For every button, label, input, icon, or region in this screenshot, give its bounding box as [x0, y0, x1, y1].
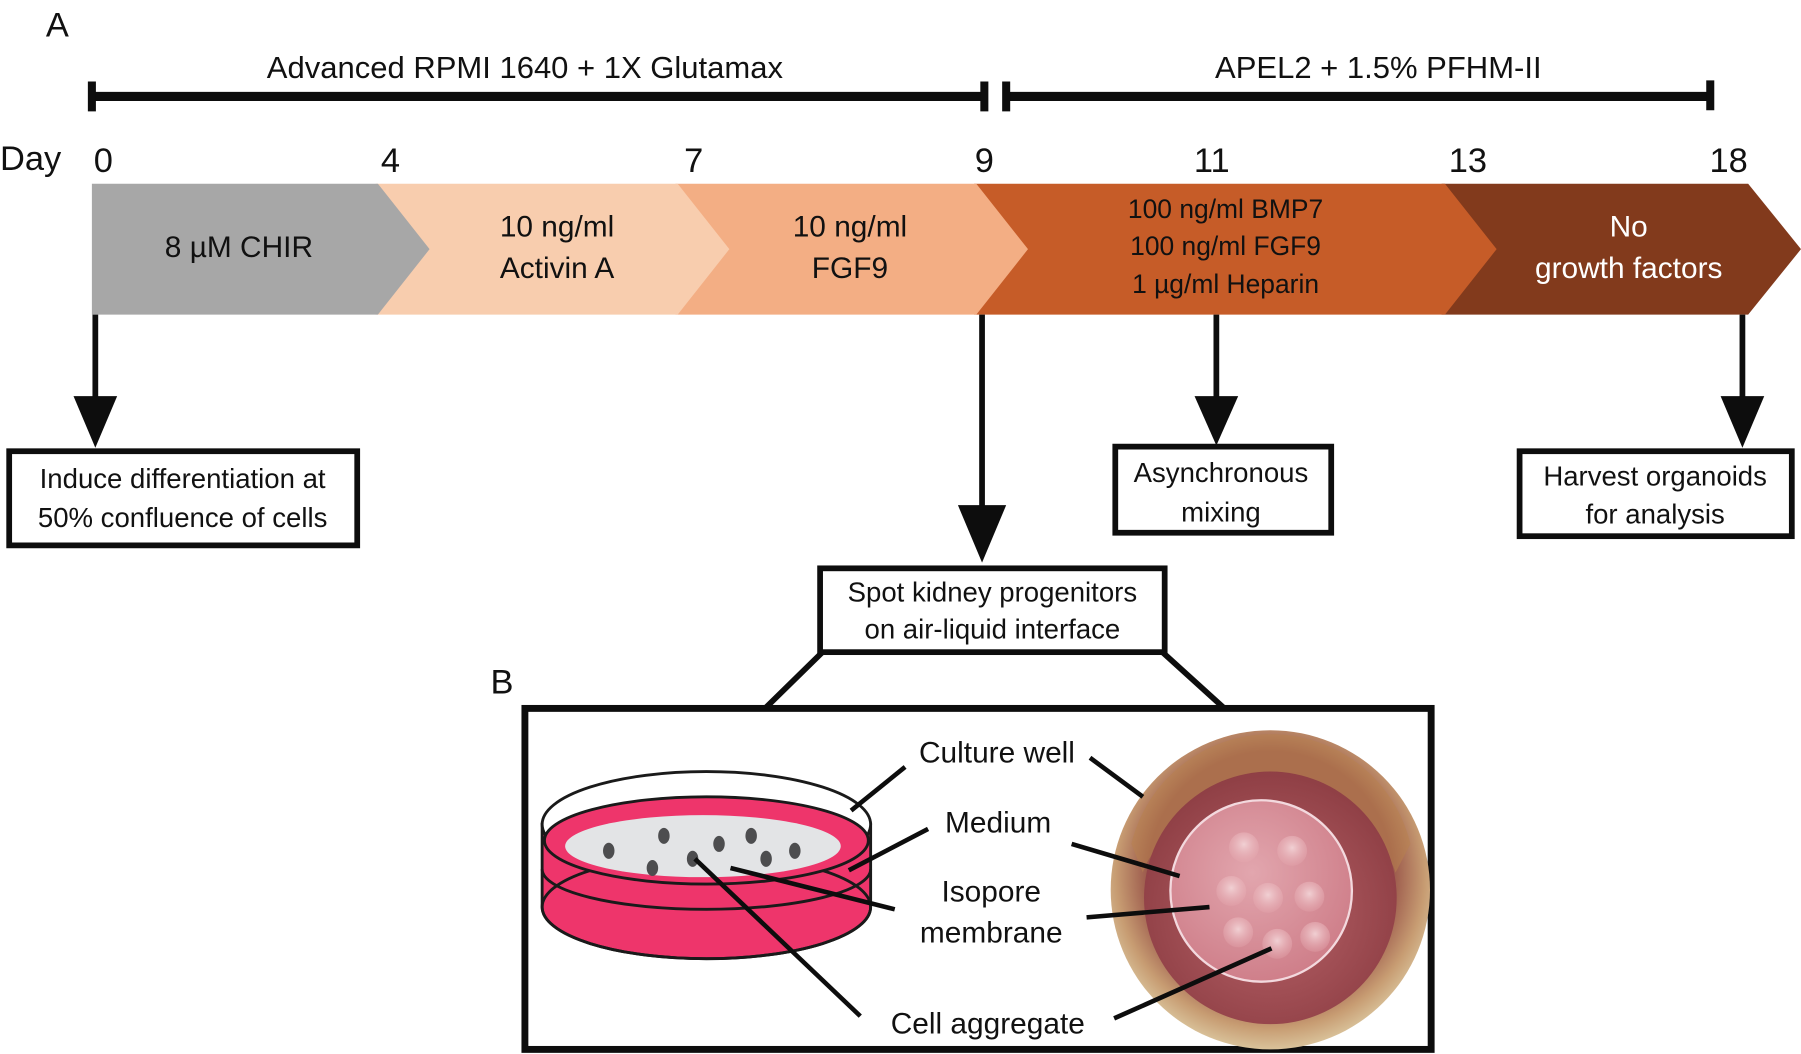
- arrow-down-icon: [73, 396, 118, 448]
- culture-well-photo: [1110, 730, 1431, 1050]
- note-day18: Harvest organoids for analysis: [1516, 314, 1795, 540]
- note-day0: Induce differentiation at 50% confluence…: [6, 314, 361, 549]
- cell-aggregate-dot: [646, 859, 659, 877]
- photo-organoids: [1216, 832, 1331, 959]
- photo-organoid: [1294, 881, 1325, 912]
- medium-level-line: [540, 869, 873, 911]
- note-text-line2: mixing: [1181, 496, 1261, 527]
- note-box: [1112, 443, 1335, 536]
- callout-cell-aggregate: Cell aggregate: [891, 1007, 1085, 1040]
- photo-organoid: [1262, 928, 1293, 959]
- note-text-line2: on air-liquid interface: [865, 613, 1121, 644]
- arrow-down-icon: [957, 505, 1007, 563]
- medium-label-rpmi: Advanced RPMI 1640 + 1X Glutamax: [267, 50, 784, 85]
- zoom-connector-left: [762, 650, 825, 711]
- note-box: [817, 565, 1168, 656]
- leader-membrane-left: [729, 865, 896, 912]
- cell-aggregate-dot: [686, 850, 699, 867]
- note-text-line2: 50% confluence of cells: [38, 502, 327, 533]
- note-text-line1: Asynchronous: [1134, 457, 1309, 488]
- photo-organoid: [1253, 882, 1283, 913]
- note-day9: Spot kidney progenitors on air-liquid in…: [817, 314, 1168, 656]
- cell-aggregate-dot: [789, 842, 801, 859]
- stage-text-chir: 8 µM CHIR: [165, 231, 313, 264]
- photo-organoid: [1300, 921, 1331, 952]
- zoom-connector-right: [1160, 650, 1227, 711]
- stage-text-fgf9-line1: 10 ng/ml: [793, 211, 907, 244]
- stage-text-heparin: 1 µg/ml Heparin: [1132, 269, 1319, 299]
- callout-culture-well: Culture well: [919, 736, 1075, 769]
- cell-aggregate-dot: [603, 842, 615, 859]
- panel-a-label: A: [46, 7, 69, 45]
- stage-chevron-fgf9: [675, 183, 1028, 315]
- cell-aggregate-dot: [745, 827, 757, 844]
- cell-aggregate-dot: [658, 827, 670, 844]
- stage-chevron-chir: [91, 183, 430, 315]
- day-tick-label: 4: [381, 142, 400, 180]
- leader-aggregate-left: [693, 857, 862, 1018]
- cell-aggregate-dot: [760, 850, 772, 867]
- medium-label-apel2: APEL2 + 1.5% PFHM-II: [1215, 50, 1542, 85]
- day-tick-label: 18: [1709, 142, 1747, 180]
- day-tick-label: 0: [94, 142, 113, 180]
- stage-chevrons: [91, 183, 1801, 315]
- leader-membrane-right: [1086, 904, 1210, 920]
- medium-bar-rpmi: Advanced RPMI 1640 + 1X Glutamax: [87, 50, 989, 112]
- day-tick-label: 13: [1449, 142, 1487, 180]
- culture-dish-illustration: [540, 770, 873, 961]
- stage-text-fgf9-100: 100 ng/ml FGF9: [1130, 231, 1321, 261]
- leader-culture-well-left: [849, 765, 907, 813]
- panel-b-label: B: [490, 663, 513, 701]
- leader-medium-right: [1070, 841, 1181, 879]
- note-text-line1: Harvest organoids: [1543, 461, 1767, 492]
- callout-isopore-line2: membrane: [920, 917, 1063, 950]
- stage-text-no-gf-line1: No: [1610, 211, 1648, 244]
- callouts: Culture well Medium Isopore membrane Cel…: [693, 736, 1273, 1040]
- stage-chevron-activin-a: [375, 183, 730, 315]
- stage-text-bmp7: 100 ng/ml BMP7: [1128, 194, 1323, 224]
- day-tick-label: 9: [975, 142, 994, 180]
- leader-medium-left: [847, 826, 930, 873]
- stage-text-no-gf-line2: growth factors: [1535, 252, 1722, 285]
- day-tick-label: 11: [1194, 142, 1230, 180]
- note-day11: Asynchronous mixing: [1112, 314, 1335, 536]
- note-text-line2: for analysis: [1585, 499, 1724, 530]
- stage-chevron-no-growth-factors: [1441, 183, 1801, 315]
- arrow-down-icon: [1720, 396, 1765, 448]
- medium-bar-apel2: APEL2 + 1.5% PFHM-II: [1002, 50, 1715, 112]
- callout-isopore-line1: Isopore: [941, 875, 1041, 908]
- photo-organoid: [1216, 876, 1247, 906]
- cell-aggregates: [603, 827, 801, 877]
- day-axis-label: Day: [0, 140, 62, 178]
- stage-text-activin-line2: Activin A: [500, 252, 615, 285]
- stage-labels: 8 µM CHIR 10 ng/ml Activin A 10 ng/ml FG…: [165, 194, 1723, 299]
- day-axis: Day 0 4 7 9 11 13 18: [0, 140, 1748, 180]
- stage-chevron-bmp7-fgf9-heparin: [974, 183, 1497, 315]
- note-box: [6, 448, 361, 549]
- leader-culture-well-right: [1088, 755, 1145, 799]
- cell-aggregate-dot: [713, 835, 725, 852]
- callout-medium: Medium: [945, 806, 1051, 839]
- note-text-line1: Induce differentiation at: [40, 463, 326, 494]
- isopore-membrane: [565, 815, 841, 878]
- photo-organoid: [1223, 917, 1254, 948]
- leader-aggregate-right: [1113, 946, 1273, 1021]
- note-box: [1516, 448, 1795, 540]
- photo-organoid: [1277, 835, 1308, 866]
- photo-organoid: [1228, 832, 1259, 863]
- day-tick-label: 7: [684, 142, 703, 180]
- note-text-line1: Spot kidney progenitors: [848, 577, 1137, 608]
- arrow-down-icon: [1194, 396, 1239, 446]
- stage-text-activin-line1: 10 ng/ml: [500, 211, 614, 244]
- stage-text-fgf9-line2: FGF9: [812, 252, 888, 285]
